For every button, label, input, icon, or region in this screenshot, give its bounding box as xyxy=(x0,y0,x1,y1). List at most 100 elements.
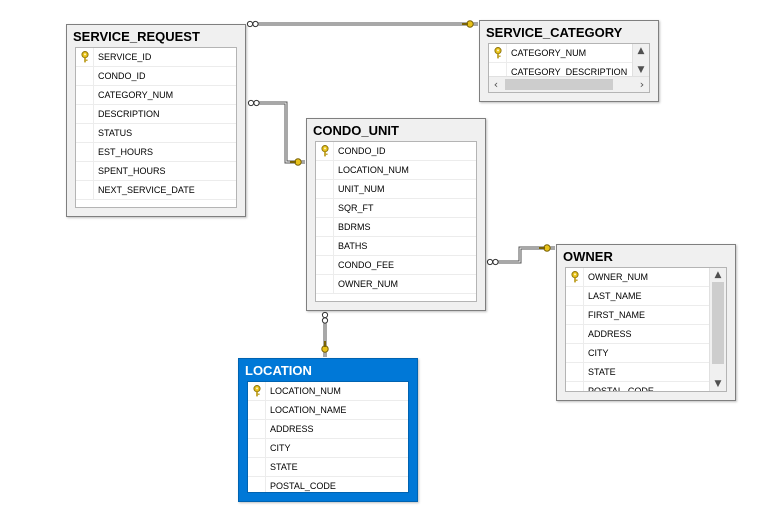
column-name: LOCATION_NUM xyxy=(338,165,409,175)
scroll-thumb[interactable] xyxy=(505,79,613,90)
column-row[interactable]: LOCATION_NUM xyxy=(316,161,476,180)
column-name: DESCRIPTION xyxy=(98,109,160,119)
column-row[interactable]: LOCATION_NAME xyxy=(248,401,408,420)
column-name: SQR_FT xyxy=(338,203,374,213)
row-selector xyxy=(76,48,94,66)
row-selector xyxy=(316,199,334,217)
key-icon xyxy=(494,47,502,59)
column-row[interactable]: STATUS xyxy=(76,124,236,143)
column-row[interactable]: SQR_FT xyxy=(316,199,476,218)
relationship-service-request-service-category[interactable] xyxy=(246,20,478,28)
chevron-up-icon[interactable]: ▲ xyxy=(637,46,645,56)
column-row[interactable]: LAST_NAME xyxy=(566,287,710,306)
column-row[interactable]: CITY xyxy=(248,439,408,458)
column-row[interactable]: ADDRESS xyxy=(248,420,408,439)
column-row[interactable]: CITY xyxy=(566,344,710,363)
column-name: STATUS xyxy=(98,128,133,138)
column-row[interactable]: OWNER_NUM xyxy=(566,268,710,287)
column-name: POSTAL_CODE xyxy=(588,386,654,392)
vertical-scrollbar[interactable]: ▲ ▼ xyxy=(709,268,726,391)
row-selector xyxy=(566,306,584,324)
column-name: CITY xyxy=(588,348,609,358)
vertical-scrollbar[interactable]: ▲ ▼ xyxy=(632,44,649,77)
column-name: NEXT_SERVICE_DATE xyxy=(98,185,195,195)
column-row[interactable]: BDRMS xyxy=(316,218,476,237)
row-selector xyxy=(566,363,584,381)
chevron-down-icon[interactable]: ▼ xyxy=(714,379,722,389)
column-name: POSTAL_CODE xyxy=(270,481,336,491)
column-name: LAST_NAME xyxy=(588,291,642,301)
column-row[interactable]: NEXT_SERVICE_DATE xyxy=(76,181,236,200)
column-row[interactable]: STATE xyxy=(248,458,408,477)
column-row[interactable]: CATEGORY_NUM xyxy=(489,44,633,63)
column-row[interactable]: DESCRIPTION xyxy=(76,105,236,124)
row-selector xyxy=(566,325,584,343)
row-selector xyxy=(566,268,584,286)
row-selector xyxy=(316,218,334,236)
row-selector xyxy=(76,181,94,199)
row-selector xyxy=(316,161,334,179)
relationship-condo-unit-location[interactable] xyxy=(321,311,329,357)
chevron-down-icon[interactable]: ▼ xyxy=(637,65,645,75)
row-selector xyxy=(248,477,266,492)
horizontal-scrollbar[interactable]: ‹ › xyxy=(489,76,649,92)
column-name: CONDO_FEE xyxy=(338,260,395,270)
key-icon xyxy=(253,385,261,397)
column-row[interactable]: BATHS xyxy=(316,237,476,256)
infinity-icon xyxy=(486,258,499,266)
column-row[interactable]: ADDRESS xyxy=(566,325,710,344)
column-list: OWNER_NUM LAST_NAME FIRST_NAME ADDRESS CITY S… xyxy=(566,268,710,392)
chevron-right-icon[interactable]: › xyxy=(639,78,645,91)
column-row[interactable]: LOCATION_NUM xyxy=(248,382,408,401)
scroll-thumb[interactable] xyxy=(712,282,724,364)
column-name: LOCATION_NUM xyxy=(270,386,341,396)
column-row[interactable]: OWNER_NUM xyxy=(316,275,476,294)
row-selector xyxy=(489,63,507,81)
row-selector xyxy=(566,382,584,391)
column-grid: OWNER_NUM LAST_NAME FIRST_NAME ADDRESS CITY S… xyxy=(565,267,727,392)
column-row[interactable]: FIRST_NAME xyxy=(566,306,710,325)
column-row[interactable]: EST_HOURS xyxy=(76,143,236,162)
column-row[interactable]: STATE xyxy=(566,363,710,382)
column-name: CATEGORY_NUM xyxy=(511,48,587,58)
table-title: LOCATION xyxy=(245,363,312,378)
column-row[interactable]: CONDO_ID xyxy=(316,142,476,161)
key-icon xyxy=(81,51,89,63)
key-icon xyxy=(571,271,579,283)
row-selector xyxy=(248,401,266,419)
chevron-left-icon[interactable]: ‹ xyxy=(493,78,499,91)
column-name: FIRST_NAME xyxy=(588,310,646,320)
relationship-condo-unit-owner[interactable] xyxy=(486,244,555,266)
column-row[interactable]: SPENT_HOURS xyxy=(76,162,236,181)
column-name: OWNER_NUM xyxy=(588,272,648,282)
column-name: STATE xyxy=(588,367,616,377)
column-row[interactable]: POSTAL_CODE xyxy=(248,477,408,492)
column-name: UNIT_NUM xyxy=(338,184,385,194)
column-name: CATEGORY_NUM xyxy=(98,90,174,100)
column-row[interactable]: SERVICE_ID xyxy=(76,48,236,67)
infinity-icon xyxy=(321,311,329,324)
row-selector xyxy=(566,287,584,305)
relationship-service-request-condo-unit[interactable] xyxy=(247,99,305,166)
column-row[interactable]: CATEGORY_NUM xyxy=(76,86,236,105)
column-row[interactable]: POSTAL_CODE xyxy=(566,382,710,392)
row-selector xyxy=(248,420,266,438)
column-row[interactable]: CONDO_ID xyxy=(76,67,236,86)
column-name: CONDO_ID xyxy=(338,146,386,156)
column-row[interactable]: CONDO_FEE xyxy=(316,256,476,275)
column-name: OWNER_NUM xyxy=(338,279,398,289)
chevron-up-icon[interactable]: ▲ xyxy=(714,270,722,280)
column-name: BDRMS xyxy=(338,222,371,232)
column-row[interactable]: UNIT_NUM xyxy=(316,180,476,199)
row-selector xyxy=(76,124,94,142)
